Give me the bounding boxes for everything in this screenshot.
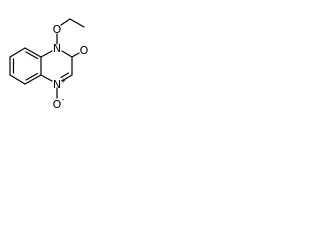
charge-oxygen-minus: - xyxy=(62,96,65,104)
bond-benzene-inner-3 xyxy=(25,51,39,60)
bond-benzene-4 xyxy=(24,74,42,85)
bond-benzene-1 xyxy=(9,47,26,58)
atom-carbonyl-oxygen: O xyxy=(80,44,89,57)
bond-c3-n4 xyxy=(61,74,73,82)
bond-benzene-6 xyxy=(24,47,42,58)
bond-n1-c2 xyxy=(61,50,73,58)
bond-ch2-ch3 xyxy=(69,18,85,28)
bond-c3-n4-double xyxy=(60,72,70,79)
atom-oxide-oxygen: O xyxy=(53,98,62,111)
bond-o-ch2 xyxy=(60,18,71,26)
ethoxy-group xyxy=(56,18,85,45)
atom-nitrogen-top: N xyxy=(53,42,61,55)
pyrazinone-ring xyxy=(40,50,73,82)
chemical-structure: N O O N + O - xyxy=(9,18,89,111)
bond-benzene-3 xyxy=(9,74,26,85)
benzene-ring xyxy=(9,47,42,85)
bond-c2-o xyxy=(71,52,80,58)
bond-c8a-n1 xyxy=(40,50,53,58)
bond-benzene-inner-2 xyxy=(25,72,39,81)
atom-nitrogen-bottom: N xyxy=(53,78,61,91)
carbonyl-group xyxy=(71,52,80,58)
charge-nitrogen-plus: + xyxy=(60,77,66,85)
atom-ether-oxygen: O xyxy=(53,23,62,36)
bond-n4-c4a xyxy=(40,74,53,82)
